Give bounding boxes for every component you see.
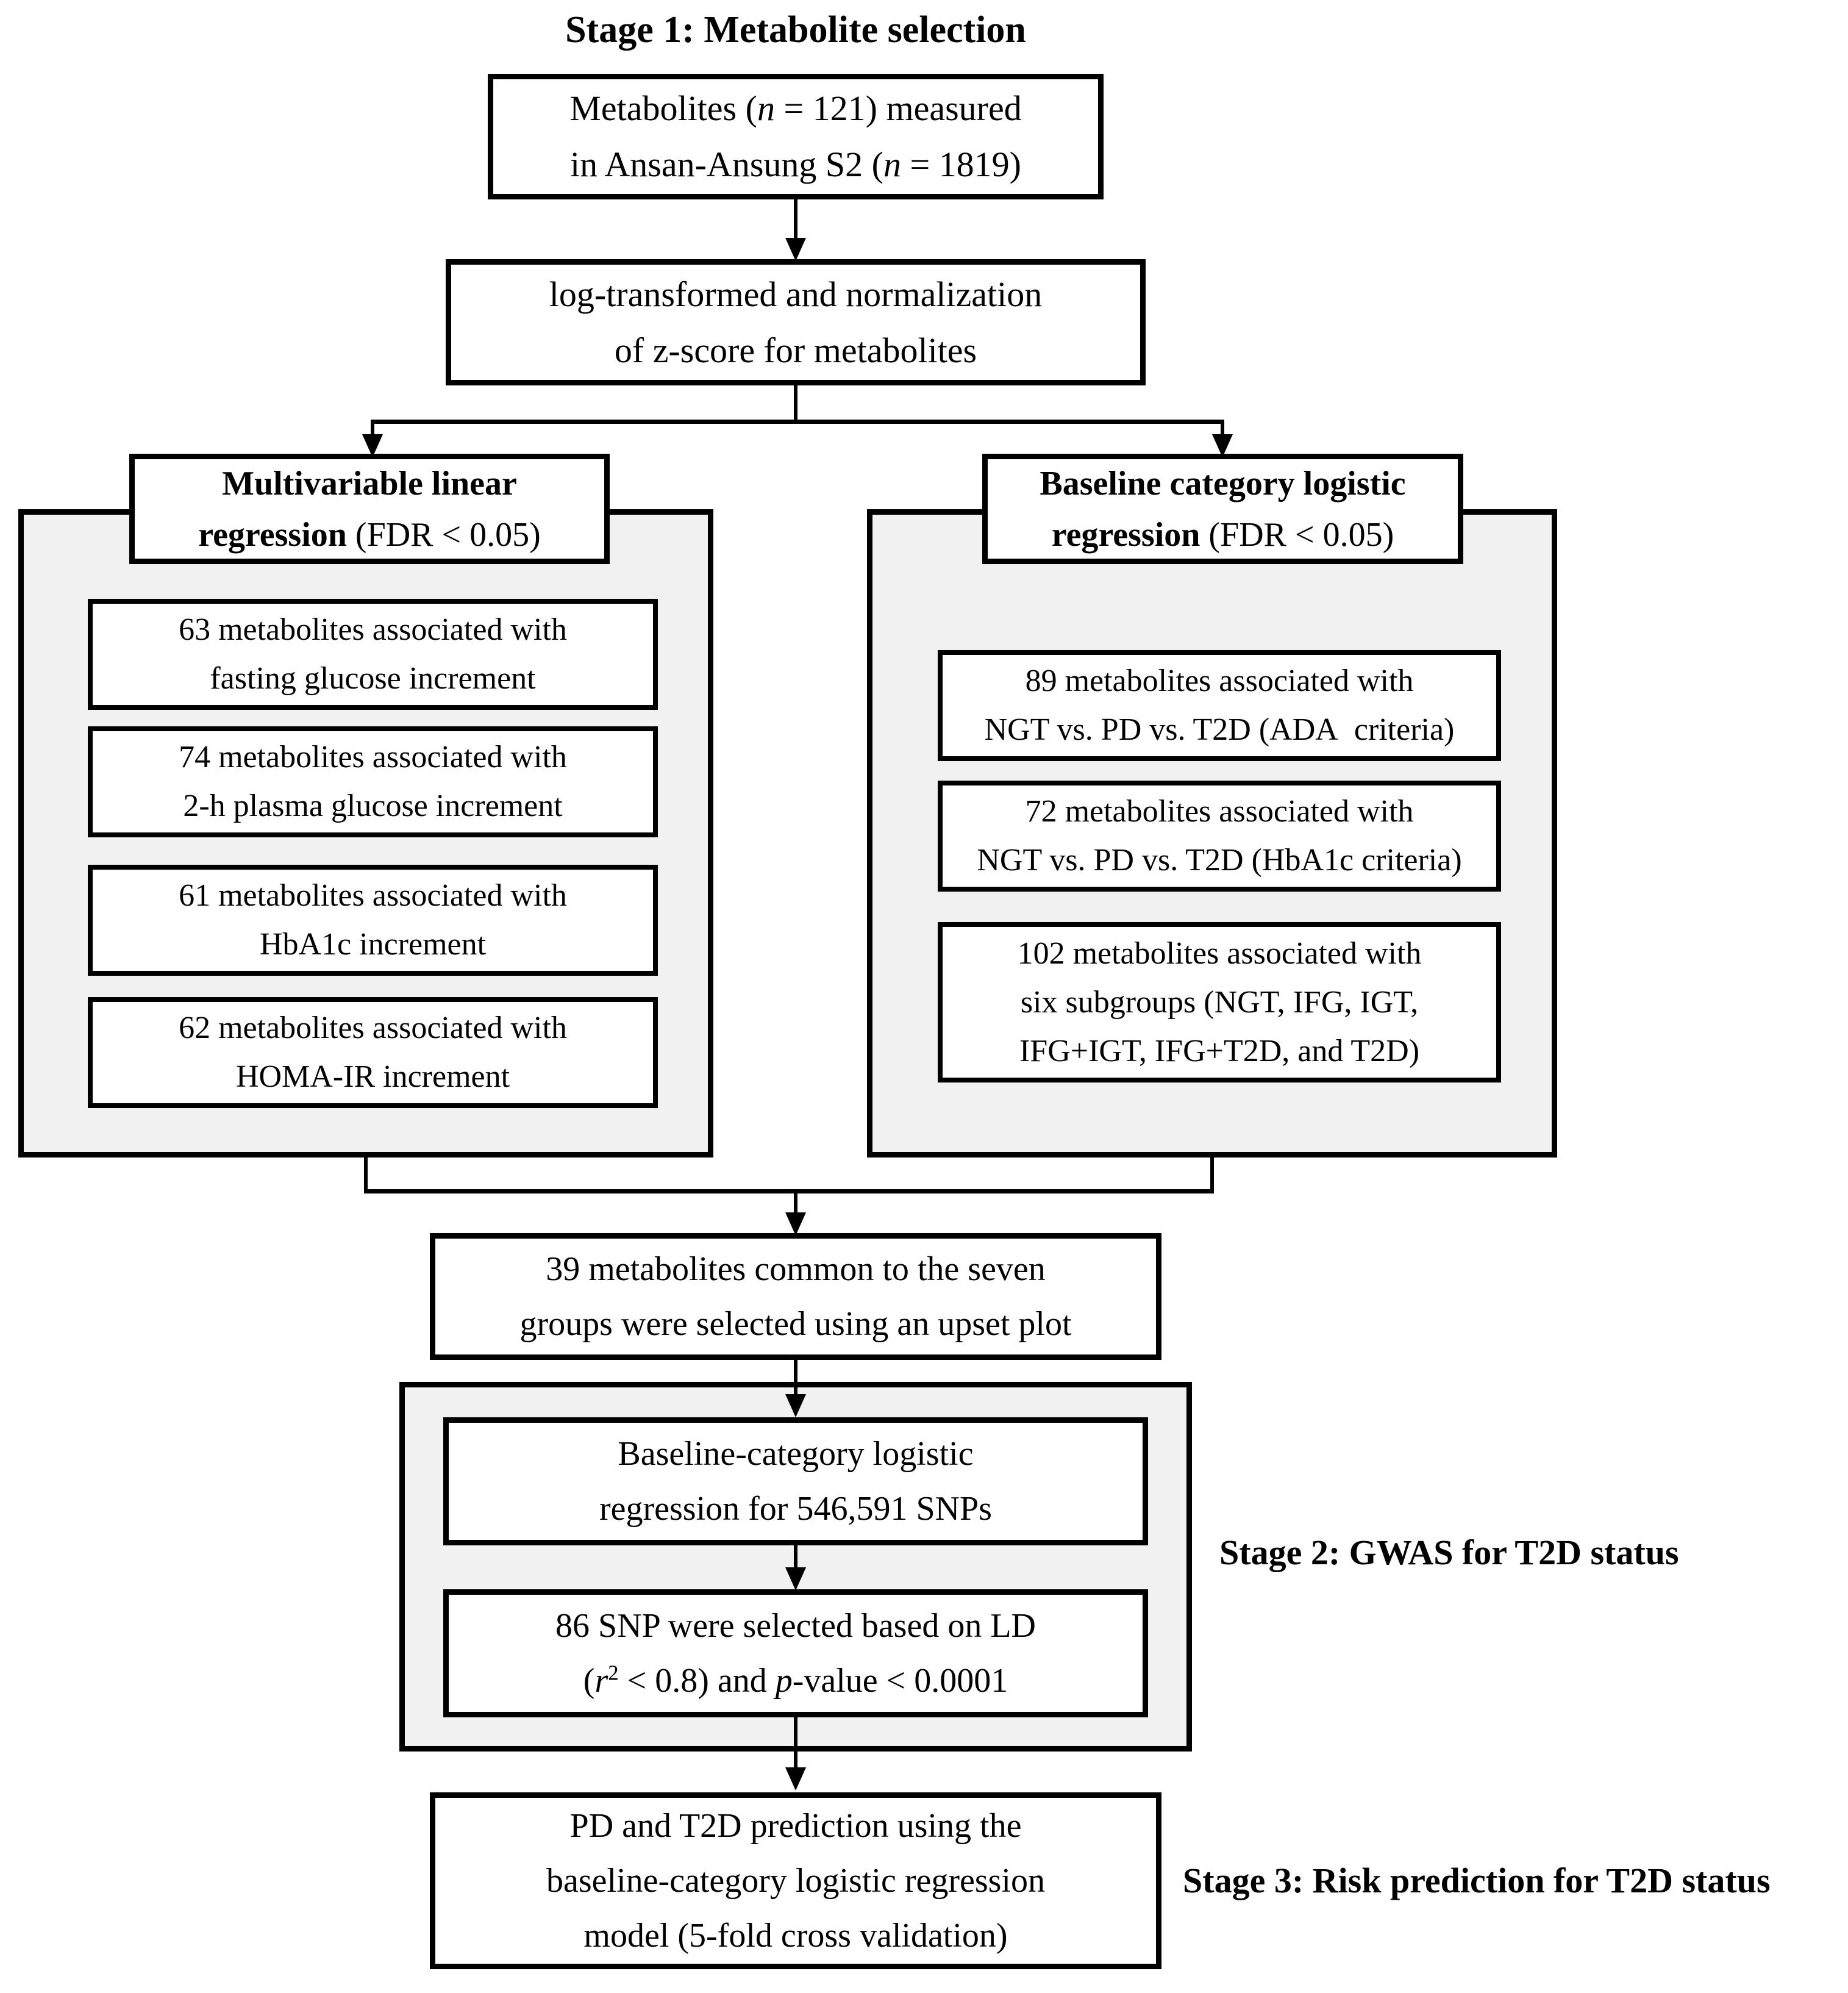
box-line: 61 metabolites associated with bbox=[179, 878, 567, 913]
box-line: HOMA-IR increment bbox=[235, 1059, 510, 1094]
connector-line bbox=[794, 1717, 797, 1769]
box-line: 62 metabolites associated with bbox=[179, 1011, 567, 1045]
arrowhead-down-icon bbox=[785, 1767, 806, 1791]
connector-line bbox=[794, 1193, 797, 1214]
prediction-box: PD and T2D prediction using the baseline… bbox=[430, 1792, 1161, 1969]
stage2-title: Stage 2: GWAS for T2D status bbox=[1219, 1533, 1679, 1572]
connector-line bbox=[371, 422, 374, 437]
box-line: 74 metabolites associated with bbox=[179, 740, 567, 775]
snp-selection-line2: (r2 < 0.8) and p-value < 0.0001 bbox=[583, 1661, 1008, 1700]
connector-line bbox=[794, 385, 797, 422]
box-line: regression for 546,591 SNPs bbox=[599, 1490, 992, 1528]
arrowhead-down-icon bbox=[785, 1394, 806, 1417]
box-line: Baseline-category logistic bbox=[618, 1435, 974, 1473]
left-header-line1: Multivariable linear bbox=[222, 464, 517, 503]
box-line: NGT vs. PD vs. T2D (ADA criteria) bbox=[984, 712, 1455, 747]
hba1c-increment-box: 61 metabolites associated with HbA1c inc… bbox=[88, 865, 658, 976]
right-header-line2: regression (FDR < 0.05) bbox=[1051, 515, 1394, 554]
connector-line bbox=[794, 1360, 797, 1395]
box-line: baseline-category logistic regression bbox=[546, 1862, 1045, 1900]
hba1c-criteria-box: 72 metabolites associated with NGT vs. P… bbox=[938, 781, 1501, 892]
six-subgroups-box: 102 metabolites associated with six subg… bbox=[938, 922, 1501, 1082]
stage3-title: Stage 3: Risk prediction for T2D status bbox=[1183, 1861, 1771, 1900]
left-header-line2: regression (FDR < 0.05) bbox=[198, 515, 541, 554]
connector-line bbox=[794, 1545, 797, 1569]
metabolites-line1: Metabolites (n = 121) measured bbox=[569, 88, 1022, 128]
arrowhead-down-icon bbox=[785, 238, 806, 261]
plasma-glucose-box: 74 metabolites associated with 2-h plasm… bbox=[88, 726, 658, 837]
merge-connector-line bbox=[364, 1189, 1214, 1193]
connector-line bbox=[1210, 1158, 1214, 1193]
ada-criteria-box: 89 metabolites associated with NGT vs. P… bbox=[938, 650, 1501, 761]
box-line: PD and T2D prediction using the bbox=[569, 1807, 1022, 1845]
italic-n: n bbox=[883, 145, 901, 184]
baseline-logistic-header-box: Baseline category logistic regression (F… bbox=[982, 454, 1463, 564]
right-header-line1: Baseline category logistic bbox=[1040, 464, 1406, 503]
box-line: 86 SNP were selected based on LD bbox=[555, 1607, 1036, 1645]
homa-ir-box: 62 metabolites associated with HOMA-IR i… bbox=[88, 997, 658, 1108]
arrowhead-down-icon bbox=[1212, 434, 1233, 457]
box-line: IFG+IGT, IFG+T2D, and T2D) bbox=[1019, 1033, 1420, 1068]
log-transform-line2: of z-score for metabolites bbox=[614, 330, 977, 370]
stage1-title: Stage 1: Metabolite selection bbox=[565, 9, 1026, 51]
box-line: 102 metabolites associated with bbox=[1017, 936, 1422, 971]
box-line: 2-h plasma glucose increment bbox=[183, 789, 563, 823]
fasting-glucose-box: 63 metabolites associated with fasting g… bbox=[88, 599, 658, 710]
arrowhead-down-icon bbox=[362, 434, 383, 457]
connector-line bbox=[1221, 422, 1224, 437]
metabolites-box: Metabolites (n = 121) measured in Ansan-… bbox=[488, 74, 1104, 199]
multivariable-regression-header-box: Multivariable linear regression (FDR < 0… bbox=[129, 454, 610, 564]
box-line: groups were selected using an upset plot bbox=[519, 1305, 1072, 1343]
box-line: fasting glucose increment bbox=[210, 661, 536, 696]
log-transform-line1: log-transformed and normalization bbox=[549, 274, 1043, 314]
box-line: 89 metabolites associated with bbox=[1025, 664, 1414, 698]
box-line: HbA1c increment bbox=[259, 927, 487, 962]
connector-line bbox=[364, 1158, 368, 1193]
connector-line bbox=[794, 199, 797, 238]
snp-selection-box: 86 SNP were selected based on LD (r2 < 0… bbox=[443, 1589, 1148, 1717]
log-transform-box: log-transformed and normalization of z-s… bbox=[446, 259, 1146, 385]
box-line: 63 metabolites associated with bbox=[179, 612, 567, 647]
box-line: 72 metabolites associated with bbox=[1025, 794, 1414, 829]
upset-plot-box: 39 metabolites common to the seven group… bbox=[430, 1233, 1161, 1360]
gwas-regression-box: Baseline-category logistic regression fo… bbox=[443, 1417, 1148, 1545]
arrowhead-down-icon bbox=[785, 1212, 806, 1236]
italic-n: n bbox=[757, 88, 775, 128]
box-line: NGT vs. PD vs. T2D (HbA1c criteria) bbox=[977, 843, 1462, 878]
split-connector-line bbox=[371, 420, 1224, 424]
box-line: 39 metabolites common to the seven bbox=[546, 1250, 1046, 1288]
box-line: model (5-fold cross validation) bbox=[583, 1917, 1008, 1955]
box-line: six subgroups (NGT, IFG, IGT, bbox=[1020, 984, 1419, 1020]
arrowhead-down-icon bbox=[785, 1567, 806, 1590]
metabolites-line2: in Ansan-Ansung S2 (n = 1819) bbox=[570, 145, 1021, 184]
